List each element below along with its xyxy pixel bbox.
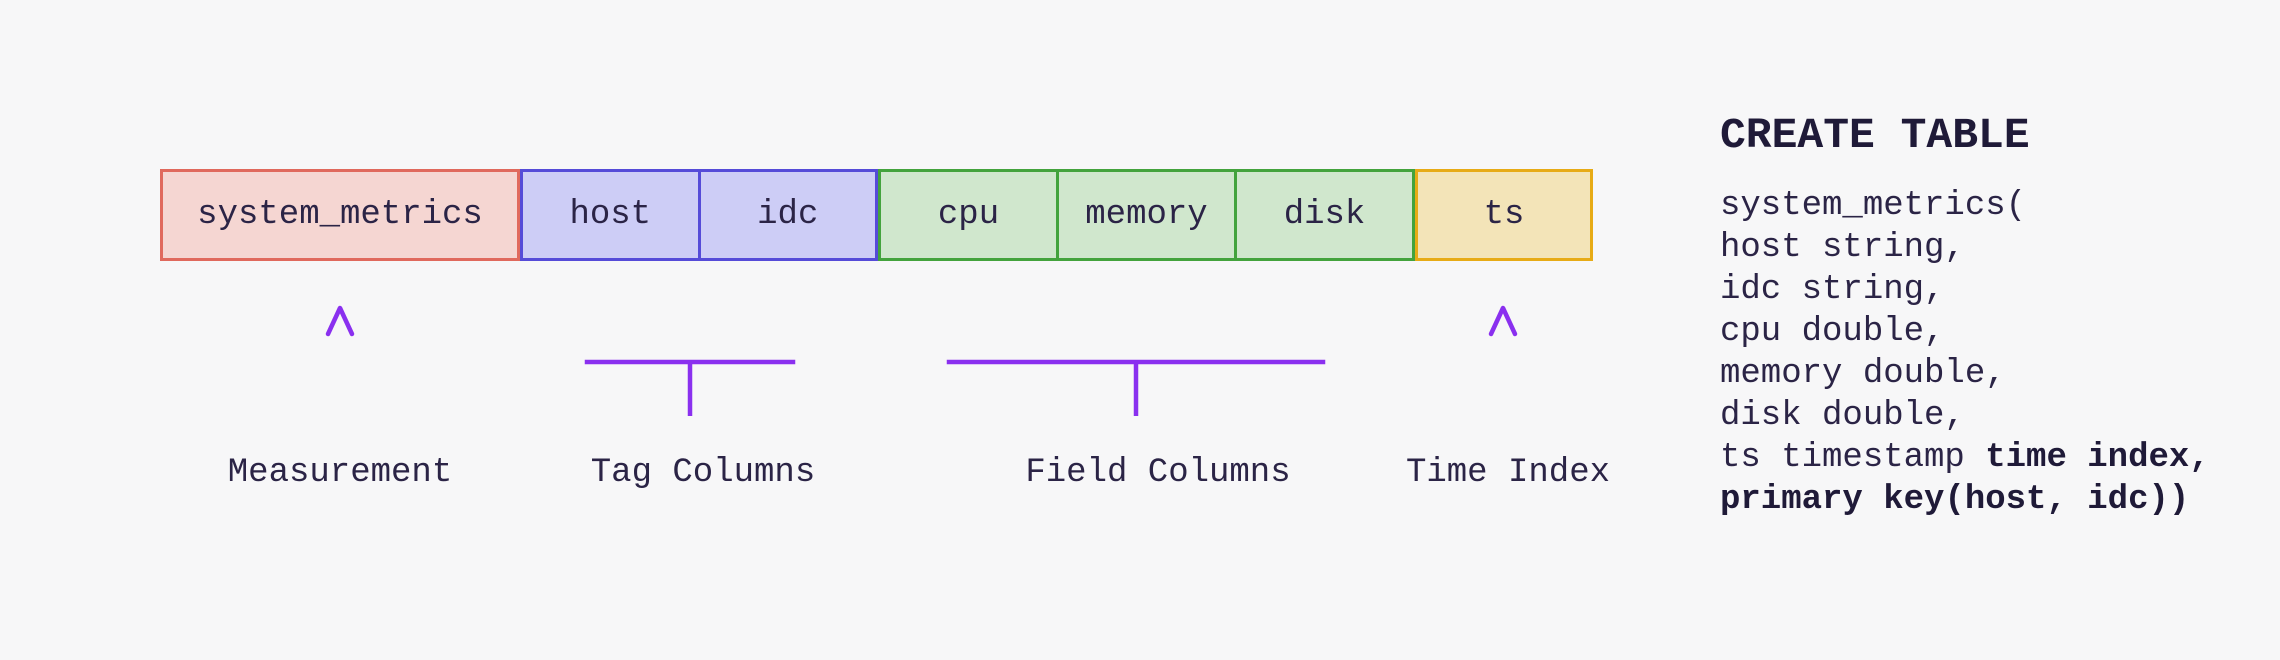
up-arrow-icon: [1488, 305, 1518, 416]
code-line: primary key(host, idc)): [1720, 481, 2190, 519]
create-table-snippet: CREATE TABLE system_metrics( host string…: [1720, 114, 2210, 521]
bracket-icon: [584, 298, 796, 416]
time-index-label: Time Index: [1405, 454, 1611, 492]
tag-cell-idc: idc: [697, 172, 876, 258]
code-line: cpu double,: [1720, 313, 1945, 351]
code-title: CREATE TABLE: [1720, 111, 2030, 160]
bracket-icon: [946, 298, 1326, 416]
field-cell-cpu: cpu: [937, 196, 1000, 234]
measurement-group: system_metrics: [160, 169, 520, 261]
code-lines: system_metrics( host string, idc string,…: [1720, 185, 2210, 521]
tag-cell-host: host: [569, 196, 652, 234]
code-line: idc string,: [1720, 271, 1945, 309]
code-line: system_metrics(: [1720, 187, 2027, 225]
code-line: host string,: [1720, 229, 1965, 267]
time-index-group: ts: [1415, 169, 1593, 261]
field-columns-group: cpu memory disk: [878, 169, 1415, 261]
measurement-label: Measurement: [227, 454, 453, 492]
field-cell-memory: memory: [1056, 172, 1234, 258]
field-columns-label: Field Columns: [1025, 454, 1291, 492]
field-cell-disk: disk: [1234, 172, 1412, 258]
tag-columns-group: host idc: [520, 169, 878, 261]
tag-columns-label: Tag Columns: [590, 454, 816, 492]
time-cell-ts: ts: [1483, 196, 1525, 234]
up-arrow-icon: [325, 305, 355, 416]
code-line: memory double,: [1720, 355, 2006, 393]
code-line: ts timestamp time index,: [1720, 439, 2210, 477]
code-line: disk double,: [1720, 397, 1965, 435]
measurement-cell: system_metrics: [197, 196, 483, 234]
